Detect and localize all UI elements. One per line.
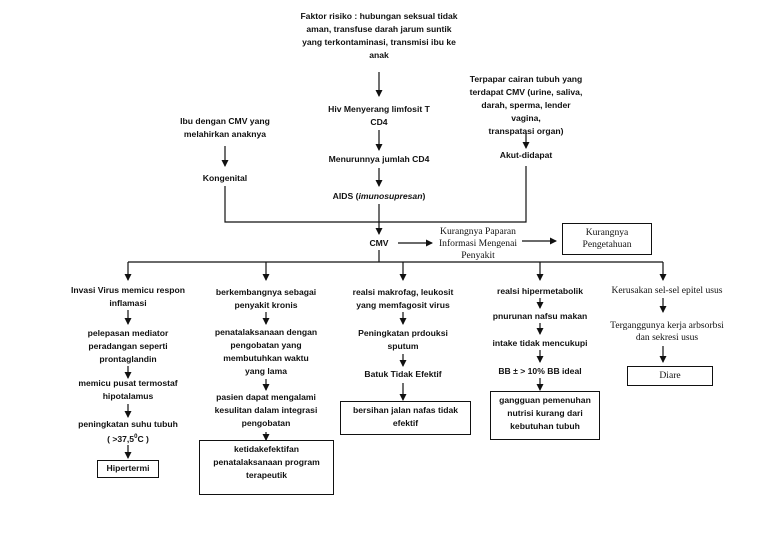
- b2-step1: berkembangnya sebagai penyakit kronis: [215, 287, 317, 310]
- b3-step1: realsi makrofag, leukosit yang memfagosi…: [352, 287, 454, 310]
- b5-step1: Kerusakan sel-sel epitel usus: [611, 285, 723, 296]
- cmv-node: CMV: [369, 238, 389, 248]
- b2-step3: pasien dapat mengalami kesulitan dalam i…: [214, 392, 318, 428]
- exposed-fluids-text: Terpapar cairan tubuh yang terdapat CMV …: [469, 74, 583, 136]
- acute-acquired-text: Akut-didapat: [499, 150, 553, 160]
- b3-step2: Peningkatan prdouksi sputum: [358, 328, 448, 351]
- diare-box: [627, 366, 713, 386]
- b1-step4-sup: 0: [134, 434, 138, 440]
- congenital-text: Kongenital: [202, 173, 248, 183]
- lack-info-text: Kurangnya Paparan Informasi Mengenai Pen…: [438, 226, 518, 261]
- mother-cmv-text: Ibu dengan CMV yang melahirkan anaknya: [180, 116, 270, 139]
- hiv-attack-text: Hiv Menyerang limfosit T CD4: [328, 104, 430, 127]
- aids-suffix: ): [422, 191, 426, 201]
- b1-step4-end: C ): [137, 433, 149, 444]
- b2-outcome-box: [199, 440, 334, 495]
- line-acute-to-cmv: [379, 166, 527, 223]
- aids-text: AIDS (imunosupresan): [320, 190, 438, 203]
- b3-outcome-box: [340, 401, 471, 435]
- risk-factor-text: Faktor risiko : hubungan seksual tidak a…: [300, 11, 458, 60]
- b3-step3: Batuk Tidak Efektif: [364, 369, 442, 379]
- b4-step1: realsi hipermetabolik: [497, 286, 583, 296]
- hipertermi-box: [97, 460, 159, 478]
- diare-text: Diare: [659, 370, 681, 381]
- aids-italic: imunosupresan: [358, 191, 423, 201]
- b3-outcome-text: bersihan jalan nafas tidak efektif: [352, 405, 459, 428]
- b4-step4: BB ± > 10% BB ideal: [498, 366, 582, 376]
- b1-step4: peningkatan suhu tubuh ( >37,50C ): [66, 418, 190, 446]
- hipertermi-text: Hipertermi: [106, 463, 150, 473]
- line-congenital-to-cmv: [224, 186, 379, 223]
- b4-outcome-box: [490, 391, 600, 440]
- b1-step3: memicu pusat termostaf hipotalamus: [78, 378, 178, 401]
- lack-knowledge-box: [562, 223, 652, 255]
- b1-step4-text: peningkatan suhu tubuh ( >37,5: [78, 419, 178, 444]
- b1-step2: pelepasan mediator peradangan seperti pr…: [87, 328, 169, 364]
- lack-knowledge-text: Kurangnya Pengetahuan: [582, 227, 632, 250]
- b4-step2: pnurunan nafsu makan: [492, 311, 588, 321]
- cd4-decrease-text: Menurunnya jumlah CD4: [328, 154, 430, 164]
- b4-outcome-text: gangguan pemenuhan nutrisi kurang dari k…: [499, 395, 591, 431]
- b1-step1: Invasi Virus memicu respon inflamasi: [71, 285, 185, 308]
- aids-prefix: AIDS (: [332, 191, 359, 201]
- b4-step3: intake tidak mencukupi: [492, 338, 588, 348]
- b2-outcome-text: ketidakefektifan penatalaksanaan program…: [213, 444, 320, 480]
- b5-step2: Terganggunya kerja arbsorbsi dan sekresi…: [610, 320, 724, 343]
- b2-step2: penatalaksanaan dengan pengobatan yang m…: [214, 327, 318, 376]
